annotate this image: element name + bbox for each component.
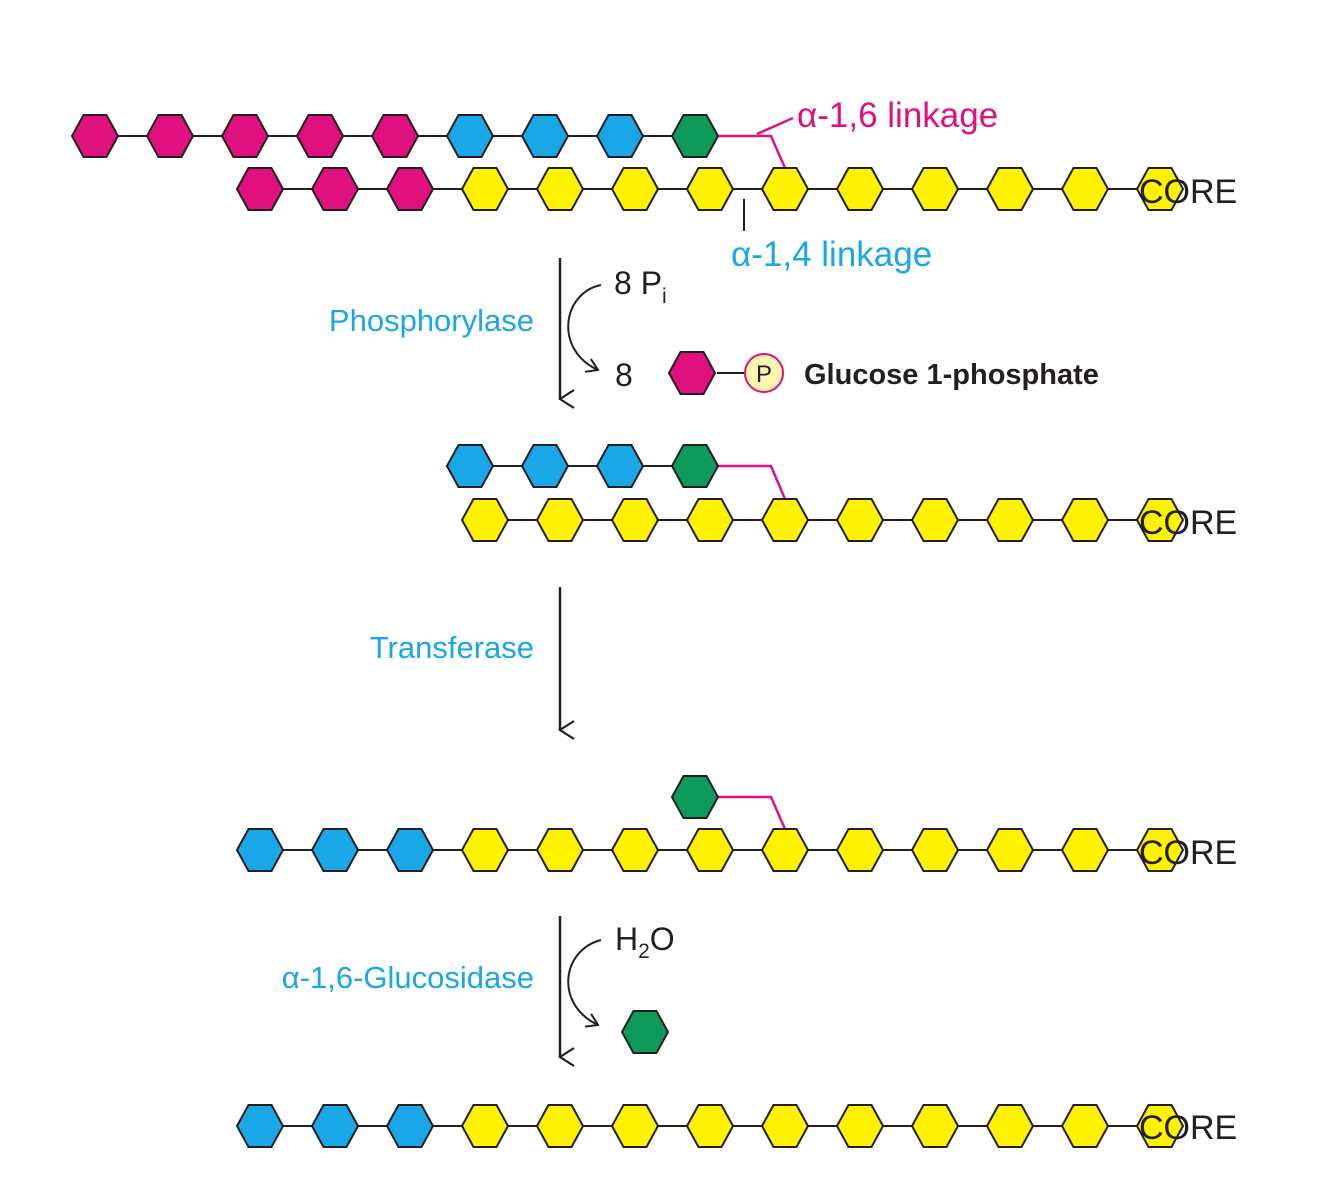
stage-3-main-yellow-residue: [685, 828, 735, 872]
stage-3-alpha16-bond: [718, 795, 787, 830]
stage-1-branch-magenta-residue: [370, 114, 420, 158]
stage-1-branch-cyan-residue: [595, 114, 645, 158]
stage-2-main-yellow-residue: [985, 498, 1035, 542]
stage-3-main-yellow-residue: [910, 828, 960, 872]
glucose-1-phosphate-hexagon: [667, 351, 717, 395]
stage-4-main-yellow-residue: [685, 1104, 735, 1148]
stage-1-main-yellow-residue: [910, 167, 960, 211]
stage-1-main-yellow-residue: [610, 167, 660, 211]
stage-1-alpha16-bond: [718, 134, 787, 169]
stage-4-main-cyan-residue: [310, 1104, 360, 1148]
phosphate-letter: P: [756, 361, 772, 388]
stage-4-main-yellow-residue: [910, 1104, 960, 1148]
stage-3-residues: [235, 775, 1185, 872]
stage-1-branch-magenta-residue: [145, 114, 195, 158]
water-reactant: H2O: [615, 921, 675, 963]
core-label-2: CORE: [1139, 504, 1237, 542]
stage-3-main-yellow-residue: [835, 828, 885, 872]
alpha14-linkage-label: α-1,4 linkage: [731, 235, 932, 274]
stage-3-main-yellow-residue: [460, 828, 510, 872]
product-count: 8: [615, 357, 633, 393]
transferase-label: Transferase: [370, 630, 534, 665]
stage-4-main-cyan-residue: [235, 1104, 285, 1148]
core-label-1: CORE: [1139, 173, 1237, 211]
stage-3-main-yellow-residue: [1135, 828, 1185, 872]
stage-1-main-magenta-residue: [310, 167, 360, 211]
alpha16-linkage-label: α-1,6 linkage: [797, 96, 998, 135]
stage-1-main-yellow-residue: [760, 167, 810, 211]
stage-3-main-cyan-residue: [310, 828, 360, 872]
stage-4-main-yellow-residue: [460, 1104, 510, 1148]
stage-2-branch-green-residue: [670, 444, 720, 488]
stage-4-main-yellow-residue: [835, 1104, 885, 1148]
stage-2-residues: [445, 444, 1185, 542]
core-label-3: CORE: [1139, 834, 1237, 872]
stage-3-main-yellow-residue: [760, 828, 810, 872]
core-label-4: CORE: [1139, 1109, 1237, 1147]
stage-2-main-yellow-residue: [1060, 498, 1110, 542]
stage-2-bonds: [493, 464, 1183, 521]
stage-2-main-yellow-residue: [685, 498, 735, 542]
stage-2-main-yellow-residue: [910, 498, 960, 542]
stage-2-main-yellow-residue: [535, 498, 585, 542]
stage-1-branch-green-residue: [670, 114, 720, 158]
stage-1-branch-magenta-residue: [70, 114, 120, 158]
stage-1-main-yellow-residue: [1060, 167, 1110, 211]
stage-1-main-yellow-residue: [460, 167, 510, 211]
stage-4-main-yellow-residue: [535, 1104, 585, 1148]
stage-2-main-yellow-residue: [760, 498, 810, 542]
stage-3-main-yellow-residue: [985, 828, 1035, 872]
stage-3-main-cyan-residue: [235, 828, 285, 872]
stage-1-main-yellow-residue: [835, 167, 885, 211]
stage-3-main-yellow-residue: [1060, 828, 1110, 872]
phosphate-reactant: 8 Pi: [614, 265, 667, 308]
stage-3-main-cyan-residue: [385, 828, 435, 872]
stage-4-main-yellow-residue: [1135, 1104, 1185, 1148]
stage-1-main-yellow-residue: [685, 167, 735, 211]
stage-2-main-yellow-residue: [610, 498, 660, 542]
released-glucose-hexagon: [620, 1010, 670, 1054]
stage-2-branch-cyan-residue: [445, 444, 495, 488]
stage-1-main-magenta-residue: [235, 167, 285, 211]
stage-2-main-yellow-residue: [460, 498, 510, 542]
stage-4-main-yellow-residue: [985, 1104, 1035, 1148]
phosphorylase-side-arrow: [567, 284, 602, 373]
alpha16-pointer: [756, 116, 794, 136]
stage-3-main-yellow-residue: [610, 828, 660, 872]
stage-3-main-yellow-residue: [535, 828, 585, 872]
phosphorylase-label: Phosphorylase: [329, 303, 534, 338]
stage-1-main-yellow-residue: [985, 167, 1035, 211]
glucosidase-side-arrow: [567, 939, 602, 1028]
stage-1-branch-cyan-residue: [445, 114, 495, 158]
stage-1-main-magenta-residue: [385, 167, 435, 211]
stage-3-branch-green-residue: [670, 775, 720, 819]
stage-1-main-yellow-residue: [535, 167, 585, 211]
stage-1-branch-magenta-residue: [220, 114, 270, 158]
stage-1-main-yellow-residue: [1135, 167, 1185, 211]
stage-2-alpha16-bond: [718, 464, 787, 500]
stage-4-main-cyan-residue: [385, 1104, 435, 1148]
stage-2-main-yellow-residue: [1135, 498, 1185, 542]
stage-1-branch-cyan-residue: [520, 114, 570, 158]
stage-4-main-yellow-residue: [610, 1104, 660, 1148]
stage-1-branch-magenta-residue: [295, 114, 345, 158]
stage-4-residues: [235, 1104, 1185, 1148]
stage-4-main-yellow-residue: [1060, 1104, 1110, 1148]
glucosidase-label: α-1,6-Glucosidase: [282, 960, 534, 995]
stage-2-main-yellow-residue: [835, 498, 885, 542]
stage-2-branch-cyan-residue: [595, 444, 645, 488]
glucose-1-phosphate-label: Glucose 1-phosphate: [804, 359, 1099, 391]
stage-4-main-yellow-residue: [760, 1104, 810, 1148]
phosphate-circle: [744, 353, 784, 393]
stage-1-residues: [70, 114, 1185, 211]
stage-2-branch-cyan-residue: [520, 444, 570, 488]
